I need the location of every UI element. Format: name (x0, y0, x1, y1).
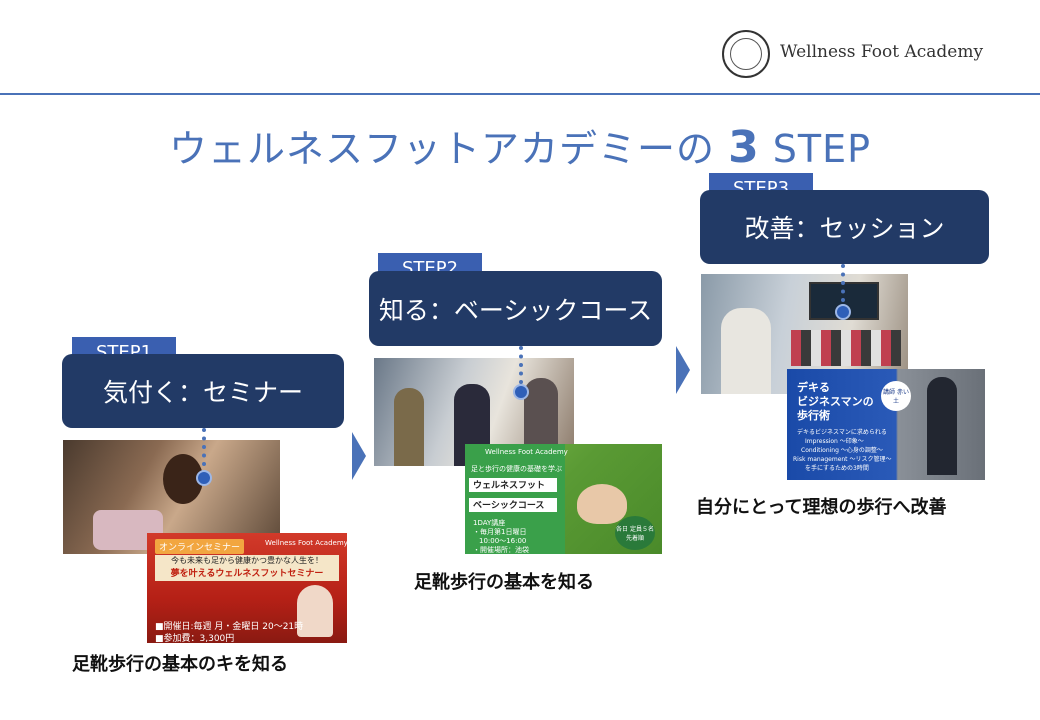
flyer1-info1: ■開催日:毎週 月・金曜日 20～21時 (155, 622, 304, 632)
flyer2-detail4: ・開催場所：池袋 (473, 546, 529, 554)
step1-pin (196, 470, 212, 486)
page-title: ウェルネスフットアカデミーの 3 STEP (0, 118, 1040, 173)
flyer1-headline2: 夢を叶えるウェルネスフットセミナー (170, 569, 324, 579)
step2-box: 知る：ベーシックコース (369, 271, 662, 346)
flyer3-headline1: デキる (797, 381, 830, 394)
step3-pin (835, 304, 851, 320)
flyer2-line2: ベーシックコース (469, 498, 557, 512)
step2-pin (513, 384, 529, 400)
logo-emblem (730, 38, 762, 70)
flyer1-info2: ■参加費：3,300円 (155, 634, 235, 643)
step1-seminar-flyer: オンラインセミナー Wellness Foot Academy 今も未来も足から… (147, 533, 347, 643)
step2-connector (519, 346, 523, 384)
flyer1-headline1: 今も未来も足から健康かつ豊かな人生を！ (171, 556, 323, 565)
title-prefix: ウェルネスフットアカデミーの (168, 127, 729, 171)
person-session (721, 308, 771, 394)
flyer2-subtitle: 足と歩行の健康の基礎を学ぶ (471, 465, 562, 473)
brand-name: Wellness Foot Academy (780, 42, 984, 62)
speaker-portrait (297, 585, 333, 637)
flyer2-line1: ウェルネスフット (469, 478, 557, 492)
flyer3-sub1: デキるビジネスマンに求められる (797, 429, 887, 436)
arrow-step2-to-step3 (676, 346, 690, 394)
step3-label: 改善：セッション (744, 214, 945, 243)
step2-caption: 足靴歩行の基本を知る (414, 572, 594, 593)
academy-logo (722, 30, 770, 78)
flyer3-badge: 講師 赤い土 (881, 381, 911, 411)
person-figure-1 (394, 388, 424, 466)
foot-image (577, 484, 627, 524)
step1-box: 気付く：セミナー (62, 354, 344, 428)
flyer2-capacity-circle: 各日 定員５名 先着順 (615, 516, 655, 550)
shoe-shelf (791, 330, 901, 366)
step1-label: 気付く：セミナー (102, 378, 303, 407)
flyer1-brand: Wellness Foot Academy (265, 539, 347, 547)
title-suffix: STEP (759, 127, 872, 171)
flyer2-detail1: 1DAY講座 (473, 519, 506, 527)
flyer2-brand: Wellness Foot Academy (485, 448, 568, 456)
flyer2-detail3: 10:00～16:00 (479, 537, 527, 545)
flyer1-headline-band: 今も未来も足から健康かつ豊かな人生を！ 夢を叶えるウェルネスフットセミナー (155, 555, 339, 581)
step3-caption: 自分にとって理想の歩行へ改善 (696, 497, 947, 518)
step1-caption: 足靴歩行の基本のキを知る (72, 654, 288, 675)
flyer3-headline3: 歩行術 (797, 409, 830, 422)
arrow-step1-to-step2 (352, 432, 366, 480)
flyer3-sub3: Conditioning ～心身の調整～ (801, 447, 883, 454)
step1-connector (202, 428, 206, 466)
step2-label: 知る：ベーシックコース (378, 295, 653, 325)
step3-box: 改善：セッション (700, 190, 989, 264)
flyer3-headline2: ビジネスマンの (797, 395, 874, 408)
flyer3-sub4: Risk management ～リスク管理～ (793, 456, 892, 463)
step3-session-flyer: デキる ビジネスマンの 歩行術 講師 赤い土 デキるビジネスマンに求められる I… (787, 369, 985, 480)
step3-connector (841, 264, 845, 302)
flyer3-sub5: を手にするための3時間 (805, 465, 869, 472)
flyer3-sub2: Impression ～印象～ (805, 438, 864, 445)
step2-course-flyer: Wellness Foot Academy 足と歩行の健康の基礎を学ぶ ウェルネ… (465, 444, 662, 554)
flyer2-detail2: ・毎月第1日曜日 (473, 528, 527, 536)
businessman-figure (927, 377, 957, 475)
title-number: 3 (728, 122, 760, 173)
header-divider (0, 93, 1040, 95)
flyer1-badge: オンラインセミナー (155, 539, 245, 554)
